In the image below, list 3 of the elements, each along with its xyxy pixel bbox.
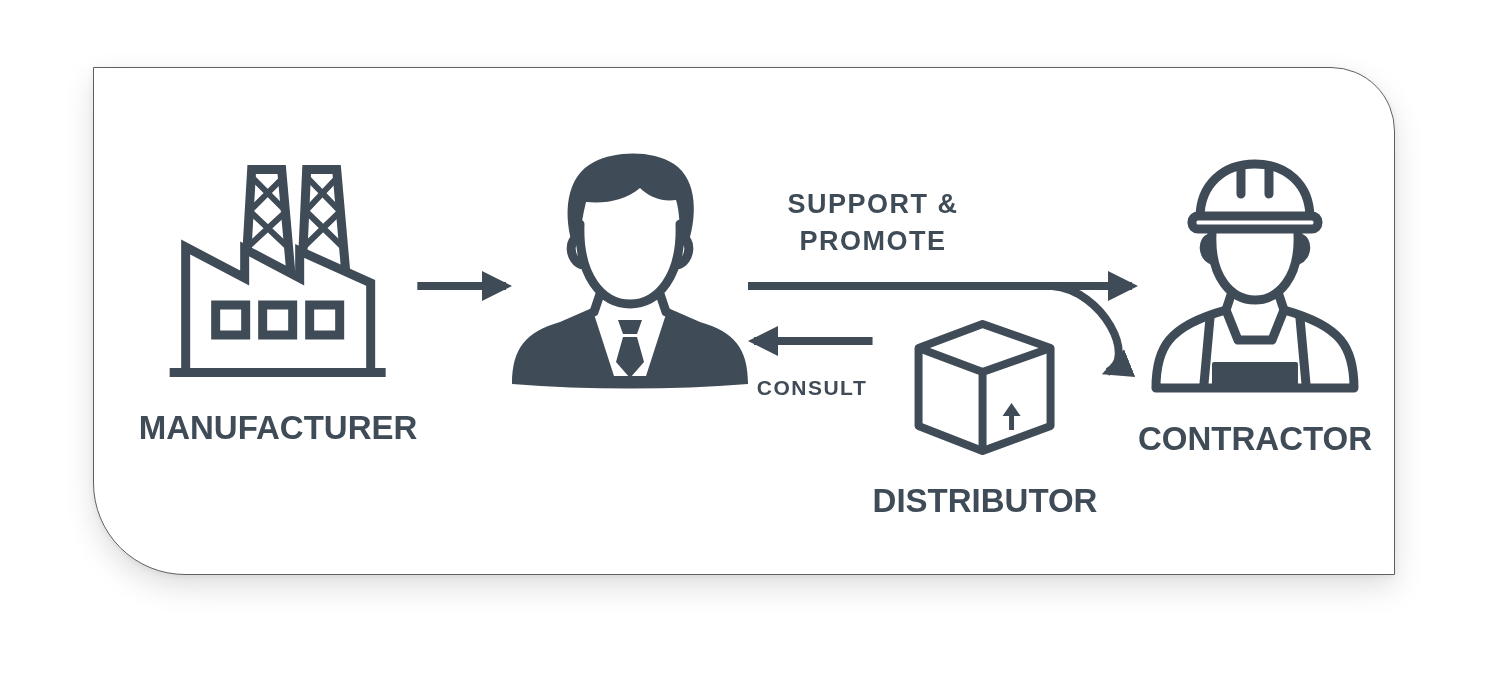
node-label: MANUFACTURER	[138, 409, 418, 447]
node-label: DISTRIBUTOR	[872, 482, 1098, 520]
node-label: CONTRACTOR	[1138, 420, 1372, 458]
